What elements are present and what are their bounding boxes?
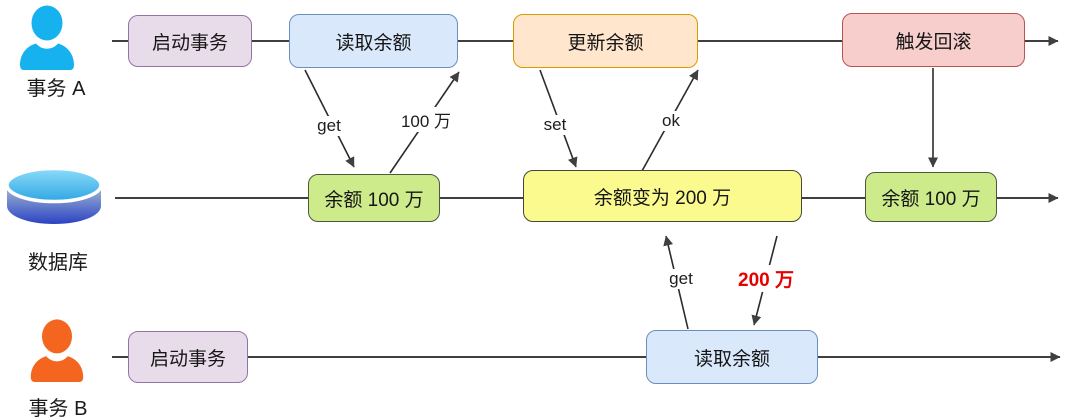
node-a-update-balance: 更新余额: [513, 14, 698, 68]
msg-result-200: 200 万: [724, 265, 808, 292]
person-a-icon: [12, 4, 82, 70]
msg-ok: ok: [647, 111, 695, 131]
node-b-read-balance: 读取余额: [646, 330, 818, 384]
node-db-balance-restored-100: 余额 100 万: [865, 172, 997, 222]
actor-label-transaction-a: 事务 A: [26, 78, 86, 100]
msg-result-100: 100 万: [384, 107, 468, 132]
msg-get-b: get: [657, 269, 705, 289]
node-b-start-transaction: 启动事务: [128, 331, 248, 383]
msg-get-a: get: [305, 116, 353, 136]
node-a-start-transaction: 启动事务: [128, 15, 252, 67]
node-a-trigger-rollback: 触发回滚: [842, 13, 1025, 67]
person-b-icon: [24, 316, 90, 384]
node-db-balance-changed-200: 余额变为 200 万: [523, 170, 802, 222]
actor-label-transaction-b: 事务 B: [28, 398, 88, 420]
node-db-balance-100: 余额 100 万: [308, 174, 440, 222]
msg-set: set: [531, 115, 579, 135]
database-icon: [4, 162, 104, 232]
actor-label-database: 数据库: [28, 252, 88, 274]
node-a-read-balance: 读取余额: [289, 14, 458, 68]
